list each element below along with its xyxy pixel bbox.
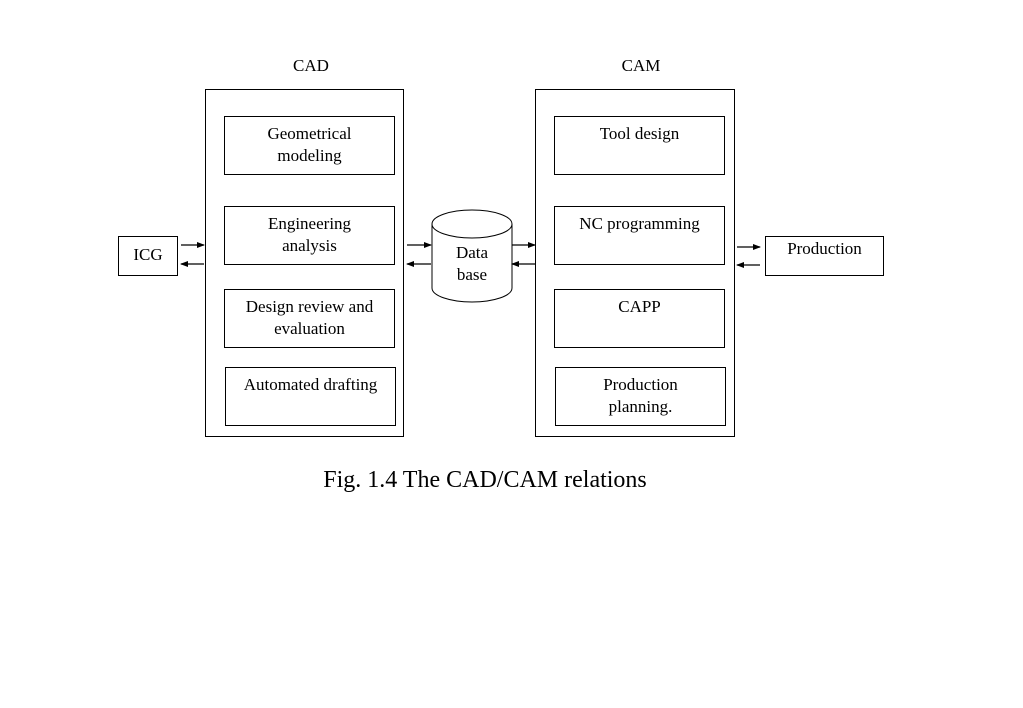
cam-item-nc-programming: NC programming	[554, 206, 725, 265]
cam-item-capp: CAPP	[554, 289, 725, 348]
cam-container	[535, 89, 735, 437]
cad-item-geometrical-modeling: Geometrical modeling	[224, 116, 395, 175]
cad-item-design-review: Design review and evaluation	[224, 289, 395, 348]
database-cylinder	[431, 209, 513, 303]
production-node: Production	[765, 236, 884, 276]
cam-item-production-planning: Production planning.	[555, 367, 726, 426]
icg-node: ICG	[118, 236, 178, 276]
database-label: Data base	[455, 243, 489, 284]
cad-title: CAD	[293, 56, 329, 75]
cad-item-automated-drafting: Automated drafting	[225, 367, 396, 426]
cad-item-engineering-analysis: Engineering analysis	[224, 206, 395, 265]
cam-item-tool-design: Tool design	[554, 116, 725, 175]
cad-container	[205, 89, 404, 437]
cam-title: CAM	[621, 56, 661, 75]
figure-caption: Fig. 1.4 The CAD/CAM relations	[323, 467, 647, 493]
